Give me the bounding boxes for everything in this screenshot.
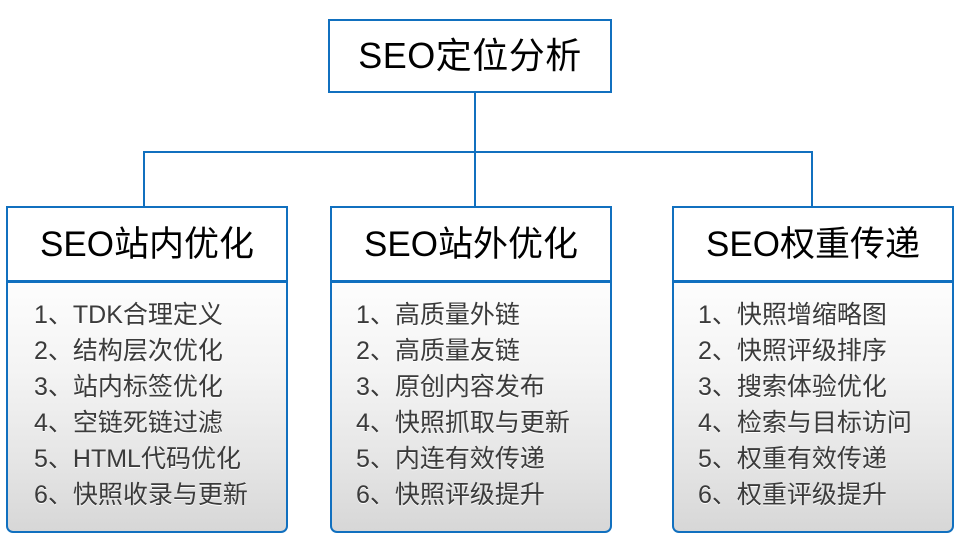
root-node-label: SEO定位分析 — [358, 35, 582, 76]
connector-horizontal-bar — [143, 151, 813, 153]
list-item: 4、空链死链过滤 — [34, 409, 223, 437]
list-item: 2、结构层次优化 — [34, 337, 223, 365]
root-node[interactable]: SEO定位分析 — [328, 19, 612, 93]
connector-drop-right — [811, 151, 813, 207]
connector-drop-middle — [474, 151, 476, 207]
connector-drop-left — [143, 151, 145, 207]
list-item: 5、HTML代码优化 — [34, 445, 241, 473]
list-item: 4、检索与目标访问 — [698, 409, 912, 437]
list-item: 3、原创内容发布 — [356, 373, 545, 401]
list-item: 3、搜索体验优化 — [698, 373, 887, 401]
branch-body-weight-transfer: 1、快照增缩略图 2、快照评级排序 3、搜索体验优化 4、检索与目标访问 5、权… — [672, 281, 954, 533]
branch-body-on-site: 1、TDK合理定义 2、结构层次优化 3、站内标签优化 4、空链死链过滤 5、H… — [6, 281, 288, 533]
list-item: 1、高质量外链 — [356, 301, 520, 329]
branch-node-off-site[interactable]: SEO站外优化 1、高质量外链 2、高质量友链 3、原创内容发布 4、快照抓取与… — [330, 206, 612, 534]
branch-title-off-site: SEO站外优化 — [364, 224, 578, 264]
branch-title-weight-transfer: SEO权重传递 — [706, 224, 920, 264]
branch-header-weight-transfer[interactable]: SEO权重传递 — [672, 206, 954, 282]
list-item: 4、快照抓取与更新 — [356, 409, 570, 437]
connector-root-stem — [474, 93, 476, 152]
list-item: 3、站内标签优化 — [34, 373, 223, 401]
branch-title-on-site: SEO站内优化 — [40, 224, 254, 264]
list-item: 5、权重有效传递 — [698, 445, 887, 473]
list-item: 2、高质量友链 — [356, 337, 520, 365]
list-item: 1、TDK合理定义 — [34, 301, 223, 329]
branch-body-off-site: 1、高质量外链 2、高质量友链 3、原创内容发布 4、快照抓取与更新 5、内连有… — [330, 281, 612, 533]
branch-header-off-site[interactable]: SEO站外优化 — [330, 206, 612, 282]
list-item: 1、快照增缩略图 — [698, 301, 887, 329]
list-item: 6、快照收录与更新 — [34, 481, 248, 509]
list-item: 5、内连有效传递 — [356, 445, 545, 473]
branch-node-weight-transfer[interactable]: SEO权重传递 1、快照增缩略图 2、快照评级排序 3、搜索体验优化 4、检索与… — [672, 206, 954, 534]
list-item: 6、快照评级提升 — [356, 481, 545, 509]
list-item: 6、权重评级提升 — [698, 481, 887, 509]
branch-header-on-site[interactable]: SEO站内优化 — [6, 206, 288, 282]
list-item: 2、快照评级排序 — [698, 337, 887, 365]
branch-node-on-site[interactable]: SEO站内优化 1、TDK合理定义 2、结构层次优化 3、站内标签优化 4、空链… — [6, 206, 288, 534]
